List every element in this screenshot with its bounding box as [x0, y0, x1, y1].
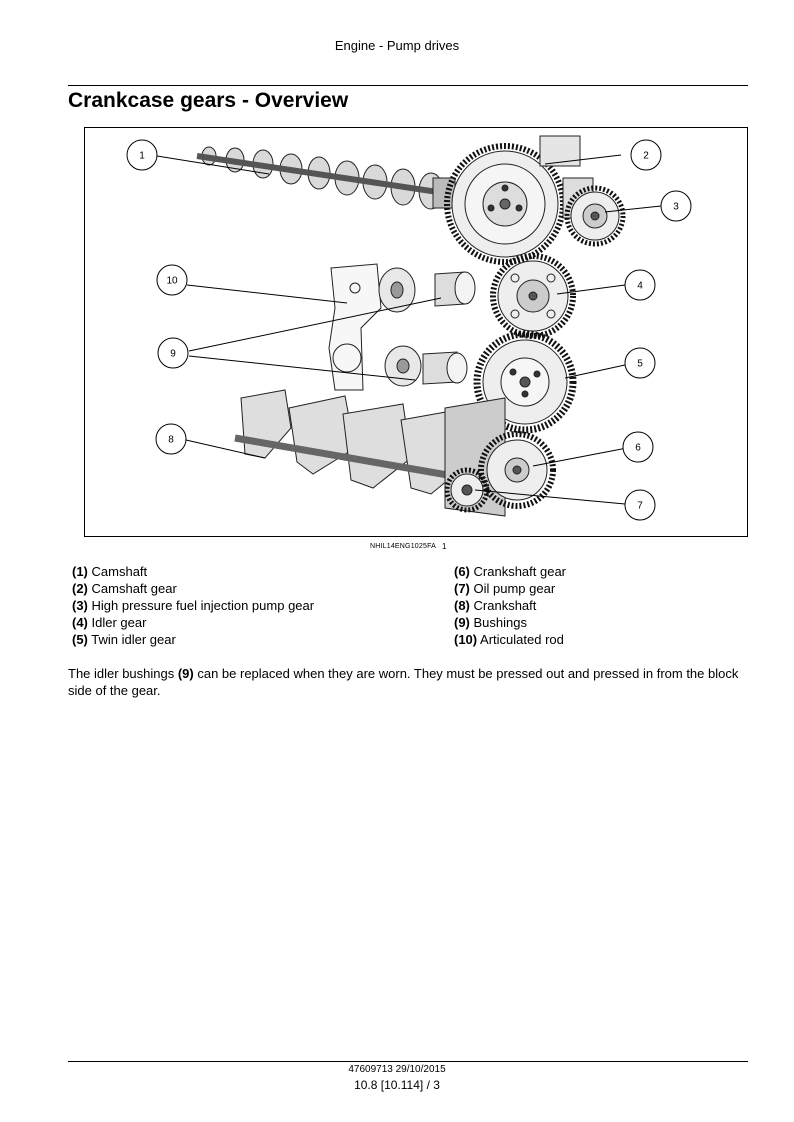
- callout-7-label: 7: [637, 501, 643, 512]
- legend-item: (2) Camshaft gear: [72, 581, 177, 596]
- footer-doc-ref: 47609713 29/10/2015: [348, 1064, 446, 1075]
- callout-3-circle: [660, 190, 692, 222]
- callout-8-circle: [155, 423, 187, 455]
- callout-4-label: 4: [637, 281, 643, 292]
- oil-pump-gear-drawing: [444, 467, 490, 513]
- callout-10-circle: [156, 264, 188, 296]
- callout-3-label: 3: [673, 202, 679, 213]
- footer-rule: [68, 1061, 748, 1062]
- callout-5-circle: [624, 347, 656, 379]
- callout-9-label: 9: [170, 349, 176, 360]
- callout-4-circle: [624, 269, 656, 301]
- callout-8-label: 8: [168, 435, 174, 446]
- legend-column-right: (6) Crankshaft gear (7) Oil pump gear (8…: [454, 563, 566, 648]
- camshaft-gear-drawing: [444, 135, 581, 265]
- running-header: Engine - Pump drives: [334, 38, 460, 53]
- pump-gear-drawing: [562, 177, 626, 247]
- callout-6-label: 6: [635, 443, 641, 454]
- camshaft-drawing: [196, 146, 456, 210]
- callout-6-circle: [622, 431, 654, 463]
- legend-item: (7) Oil pump gear: [454, 581, 556, 596]
- callout-2-circle: [630, 139, 662, 171]
- crankshaft-gear-drawing: [478, 431, 556, 509]
- legend-item: (8) Crankshaft: [454, 598, 537, 613]
- figure-frame: 1 2 3 4 5 6 7 8 9 10: [84, 127, 748, 537]
- legend-column-left: (1) Camshaft (2) Camshaft gear (3) High …: [72, 563, 314, 648]
- idler-gear-drawing: [490, 253, 576, 339]
- legend-item: (10) Articulated rod: [454, 632, 564, 647]
- callout-9-circle: [157, 337, 189, 369]
- gear-diagram: 1 2 3 4 5 6 7 8 9 10: [126, 135, 692, 521]
- legend-item: (6) Crankshaft gear: [454, 564, 567, 579]
- callout-1-label: 1: [139, 151, 145, 162]
- callout-7-circle: [624, 489, 656, 521]
- footer-page-number: 10.8 [10.114] / 3: [354, 1078, 440, 1092]
- figure-number: 1: [442, 542, 447, 551]
- legend-item: (9) Bushings: [454, 615, 527, 630]
- legend-item: (3) High pressure fuel injection pump ge…: [72, 598, 315, 613]
- page-title: Crankcase gears - Overview: [68, 89, 349, 112]
- figure-caption-code: NHIL14ENG1025FA: [370, 543, 437, 550]
- legend-item: (5) Twin idler gear: [72, 632, 176, 647]
- legend-item: (1) Camshaft: [72, 564, 148, 579]
- bushings-drawing: [378, 267, 476, 387]
- legend-item: (4) Idler gear: [72, 615, 147, 630]
- articulated-rod-drawing: [328, 263, 382, 391]
- callout-2-label: 2: [643, 151, 649, 162]
- header-rule: [68, 85, 748, 86]
- callout-1-circle: [126, 139, 158, 171]
- callout-5-label: 5: [637, 359, 643, 370]
- callout-10-label: 10: [166, 276, 178, 287]
- body-paragraph: The idler bushings (9) can be replaced w…: [68, 666, 739, 698]
